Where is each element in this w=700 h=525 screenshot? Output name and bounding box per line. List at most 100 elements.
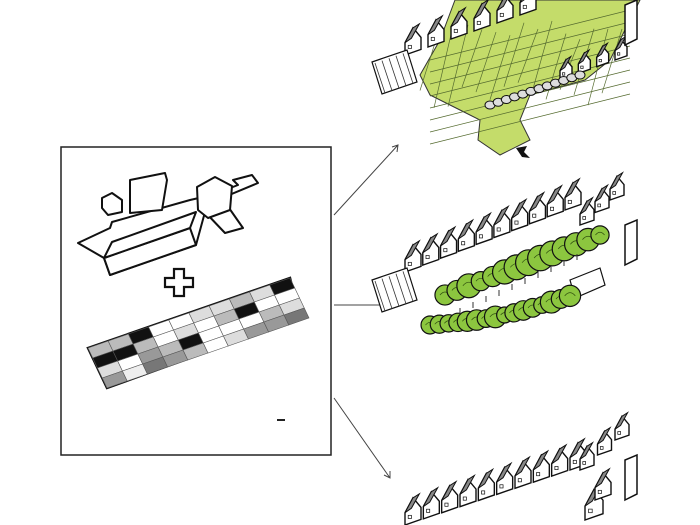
house-window xyxy=(476,20,481,25)
house-icon xyxy=(404,492,422,525)
tower-block xyxy=(624,218,638,267)
house-window xyxy=(599,446,604,450)
field-line xyxy=(429,81,631,133)
house-roof xyxy=(496,0,508,12)
house-icon xyxy=(609,171,625,201)
house-roof xyxy=(422,232,439,254)
small-arrow-icon xyxy=(516,146,530,158)
house-roof xyxy=(440,225,457,247)
house-window xyxy=(554,466,559,470)
house-icon xyxy=(404,239,422,273)
house-roof xyxy=(457,218,475,240)
house-icon xyxy=(514,455,532,490)
field-line xyxy=(429,93,631,145)
house-roof xyxy=(594,467,611,489)
house-icon xyxy=(577,48,592,75)
house-roof xyxy=(577,48,591,65)
house-icon xyxy=(550,443,569,478)
field-line xyxy=(429,9,631,61)
house-roof xyxy=(594,183,609,203)
garage-line xyxy=(374,280,386,312)
house-window xyxy=(567,199,572,204)
field-line xyxy=(447,24,469,107)
house-icon xyxy=(495,461,514,496)
house-icon xyxy=(594,467,612,501)
patchwork-ground-icon xyxy=(86,276,310,390)
house-icon xyxy=(493,204,511,239)
house-icon xyxy=(528,191,547,225)
house-roof xyxy=(450,6,467,28)
house-roof xyxy=(514,455,531,477)
house-body xyxy=(519,0,537,16)
house-roof xyxy=(441,480,458,501)
stone-icon xyxy=(574,70,586,80)
house-window xyxy=(461,241,466,246)
house-roof xyxy=(596,41,609,58)
house-icon xyxy=(564,177,582,211)
house-icon xyxy=(594,183,610,214)
field-line xyxy=(587,28,609,106)
field-line xyxy=(429,21,631,73)
garage-line xyxy=(402,271,414,302)
house-window xyxy=(430,36,435,41)
field-line xyxy=(503,22,525,87)
house-icon xyxy=(440,480,459,514)
house-icon xyxy=(496,0,514,24)
garage-line xyxy=(381,60,393,91)
house-window xyxy=(496,227,501,232)
house-window xyxy=(532,213,537,218)
house-roof xyxy=(404,239,421,261)
garage-line xyxy=(402,53,414,84)
house-icon xyxy=(477,467,496,502)
arrow-icon xyxy=(333,144,399,216)
tree-crown xyxy=(590,225,610,245)
tree-detail xyxy=(564,292,576,297)
house-roof xyxy=(597,426,612,445)
house-icon xyxy=(473,0,491,32)
field-line xyxy=(531,20,553,93)
garage-line xyxy=(388,276,400,307)
house-roof xyxy=(404,492,421,514)
house-icon xyxy=(595,41,610,68)
house-roof xyxy=(404,22,421,44)
house-window xyxy=(582,461,586,465)
field-line xyxy=(429,33,631,85)
house-roof xyxy=(422,486,440,507)
arrow-icon xyxy=(333,397,391,479)
house-icon xyxy=(457,218,476,253)
house-roof xyxy=(532,449,550,471)
house-window xyxy=(617,431,621,435)
house-roof xyxy=(579,196,594,215)
house-icon xyxy=(510,198,529,232)
house-roof xyxy=(496,461,513,483)
house-icon xyxy=(596,426,613,456)
house-window xyxy=(582,216,586,220)
house-roof xyxy=(475,211,492,233)
house-roof xyxy=(551,443,568,465)
house-window xyxy=(425,255,430,259)
house-roof xyxy=(546,184,563,205)
house-window xyxy=(444,502,449,507)
house-icon xyxy=(579,196,595,226)
house-window xyxy=(407,261,412,266)
house-roof xyxy=(459,474,476,495)
house-roof xyxy=(559,55,573,72)
house-window xyxy=(617,52,621,56)
garage-line xyxy=(395,273,407,304)
house-icon xyxy=(519,0,537,16)
garage-line xyxy=(395,55,407,86)
tree-detail xyxy=(595,231,605,236)
house-icon xyxy=(459,474,477,508)
house-roof xyxy=(427,14,444,36)
house-window xyxy=(572,459,577,464)
house-window xyxy=(514,220,519,225)
house-window xyxy=(481,490,486,495)
ground-tile xyxy=(283,307,310,326)
house-icon xyxy=(427,14,445,48)
house-window xyxy=(443,248,448,253)
garage-row xyxy=(371,49,418,95)
garage-line xyxy=(388,58,400,89)
house-roof xyxy=(473,0,489,20)
house-window xyxy=(536,472,541,477)
